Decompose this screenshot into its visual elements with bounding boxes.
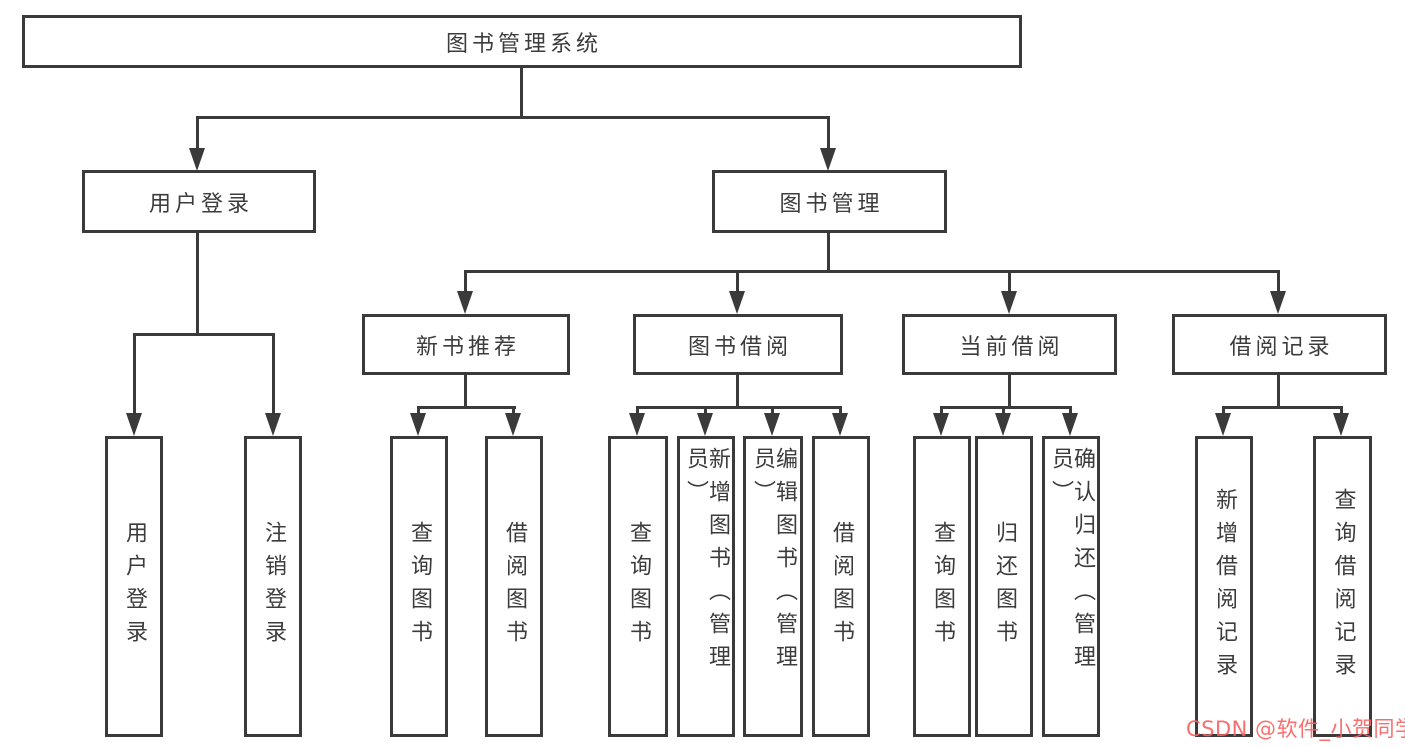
leaf-user-login: 用户登录: [105, 436, 163, 737]
arrowhead-down-icon: [629, 413, 645, 436]
leaf-borrow-query-books: 查询图书: [608, 436, 668, 737]
connector-line: [133, 333, 136, 414]
node-user-login: 用户登录: [82, 170, 316, 233]
connector-line: [417, 406, 516, 409]
connector-line: [827, 116, 830, 149]
connector-line: [827, 233, 830, 273]
connector-line: [1008, 270, 1011, 293]
arrowhead-down-icon: [1215, 413, 1231, 436]
connector-line: [771, 406, 774, 416]
leaf-logout-login: 注销登录: [244, 436, 302, 737]
connector-line: [464, 375, 467, 408]
arrowhead-down-icon: [265, 413, 281, 436]
connector-line: [1008, 375, 1011, 408]
node-borrowing-records: 借阅记录: [1172, 314, 1387, 375]
node-library-system: 图书管理系统: [22, 15, 1022, 68]
arrowhead-down-icon: [832, 413, 848, 436]
connector-line: [1002, 406, 1005, 416]
connector-line: [839, 406, 842, 416]
connector-line: [736, 375, 739, 408]
connector-line: [1277, 375, 1280, 408]
arrowhead-down-icon: [1062, 413, 1078, 436]
arrowhead-down-icon: [189, 148, 205, 171]
arrowhead-down-icon: [1270, 291, 1286, 314]
connector-line: [636, 406, 842, 409]
leaf-borrow-edit-books-admin: 编辑图书（管理员）: [743, 436, 803, 737]
connector-line: [1277, 270, 1280, 293]
connector-line: [940, 406, 943, 416]
connector-line: [464, 270, 467, 293]
leaf-newbook-query-books: 查询图书: [390, 436, 448, 737]
arrowhead-down-icon: [457, 291, 473, 314]
connector-line: [1222, 406, 1225, 416]
leaf-current-confirm-return-admin: 确认归还（管理员）: [1042, 436, 1100, 737]
connector-line: [940, 406, 1072, 409]
connector-line: [417, 406, 420, 416]
connector-line: [272, 333, 275, 414]
arrowhead-down-icon: [1001, 291, 1017, 314]
leaf-current-return-books: 归还图书: [975, 436, 1033, 737]
connector-line: [196, 233, 199, 336]
connector-line: [520, 68, 523, 118]
leaf-records-query-record: 查询借阅记录: [1313, 436, 1372, 737]
arrowhead-down-icon: [729, 291, 745, 314]
connector-line: [512, 406, 515, 416]
arrowhead-down-icon: [995, 413, 1011, 436]
arrowhead-down-icon: [820, 148, 836, 171]
arrowhead-down-icon: [1333, 413, 1349, 436]
connector-line: [133, 333, 275, 336]
node-new-book-recommend: 新书推荐: [362, 314, 570, 375]
leaf-borrow-borrow-books: 借阅图书: [812, 436, 870, 737]
connector-line: [464, 270, 1279, 273]
leaf-current-query-books: 查询图书: [913, 436, 971, 737]
node-book-borrowing: 图书借阅: [633, 314, 843, 375]
arrowhead-down-icon: [410, 413, 426, 436]
connector-line: [196, 116, 199, 149]
node-book-management: 图书管理: [712, 170, 947, 233]
arrowhead-down-icon: [933, 413, 949, 436]
arrowhead-down-icon: [697, 413, 713, 436]
connector-line: [196, 116, 830, 119]
connector-line: [636, 406, 639, 416]
arrowhead-down-icon: [505, 413, 521, 436]
connector-line: [1222, 406, 1343, 409]
watermark: CSDN @软件_小贺同学: [1186, 717, 1405, 741]
leaf-records-add-record: 新增借阅记录: [1195, 436, 1253, 737]
arrowhead-down-icon: [126, 413, 142, 436]
leaf-borrow-add-books-admin: 新增图书（管理员）: [677, 436, 735, 737]
arrowhead-down-icon: [764, 413, 780, 436]
connector-line: [1340, 406, 1343, 416]
leaf-newbook-borrow-books: 借阅图书: [485, 436, 543, 737]
node-current-borrowing: 当前借阅: [902, 314, 1117, 375]
connector-line: [736, 270, 739, 293]
connector-line: [1069, 406, 1072, 416]
connector-line: [704, 406, 707, 416]
